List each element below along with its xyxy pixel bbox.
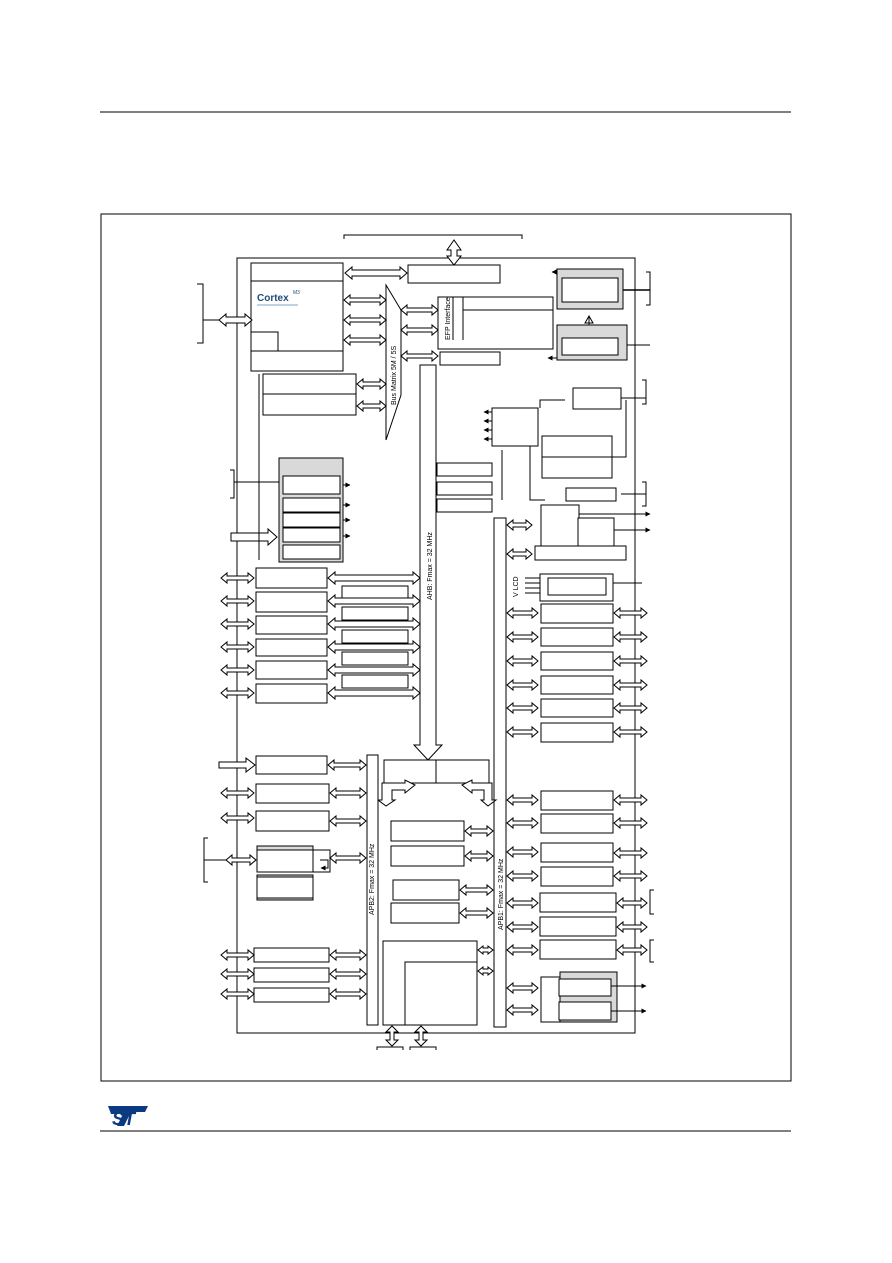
sram-block [439,351,501,366]
bus-matrix [385,283,402,441]
cortex-badge: M3 [293,290,300,296]
bottom-arrow-1 [384,1025,400,1047]
cortex-core-block: Cortex M3 [250,262,344,372]
vlcd-label: V LCD [513,576,520,597]
clock-reset-cluster [436,387,627,561]
st-logo: ST [108,1106,148,1129]
apb1-label: APB1: Fmax = 32 MHz [498,858,505,930]
apb1-middle-arrows [459,824,494,977]
top-bus-arrow [445,239,463,266]
efp-block [437,296,554,350]
flash-interface-block [407,264,501,284]
jtag-arrow [218,312,253,328]
left-io-arrows [220,571,255,700]
ahb-left-arrows [327,570,421,701]
st-logo-text: ST [112,1109,137,1129]
apb2-io-arrows [220,758,367,1001]
apb1-bus-arrows [506,518,539,1017]
core-bus-arrows [343,293,387,413]
apb2-label: APB2: Fmax = 32 MHz [369,843,376,915]
apb1-middle-blocks [382,820,478,1026]
figure-frame [100,213,792,1082]
ahb-bus [412,364,444,761]
apb2-peripherals [253,755,331,1003]
bus-matrix-label: Bus Matrix 5M / 5S [391,346,398,405]
top-bus-bracket [343,234,523,239]
right-io-arrows [613,606,648,957]
ahb-label: AHB: Fmax = 32 MHz [427,532,434,600]
jtag-bracket [197,283,204,344]
bottom-arrow-2 [413,1025,429,1047]
apb2-bus [366,754,379,1026]
gpio-ports-block [278,457,344,563]
cortex-logo: Cortex [257,293,289,304]
matrix-right-arrows [400,303,439,363]
apb1-bus [493,517,507,1028]
apb1-peripherals [539,603,617,960]
efp-interface-label: EFP Interface [445,297,452,340]
ahb-peripheral-rows [255,567,409,704]
